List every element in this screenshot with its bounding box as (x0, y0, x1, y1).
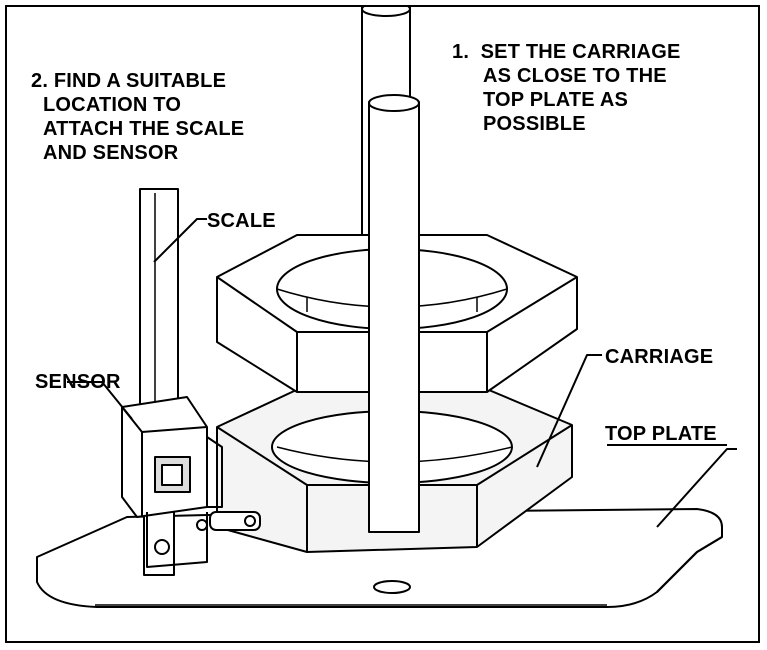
front-guide-rod (361, 7, 420, 533)
sensor-body (121, 396, 261, 568)
top-plate-label: TOP PLATE (605, 423, 717, 445)
scale-label: SCALE (207, 210, 276, 232)
scale-bar (139, 188, 179, 576)
leader-lines (67, 218, 737, 528)
step-2-line-4: AND SENSOR (43, 142, 179, 164)
step-2-line-3: ATTACH THE SCALE (43, 118, 245, 140)
step-1-line-1: SET THE CARRIAGE (480, 41, 681, 63)
sensor-label: SENSOR (35, 371, 121, 393)
top-plate (36, 508, 723, 608)
step-2-line-1: FIND A SUITABLE (53, 70, 227, 92)
apparatus-drawing (36, 7, 737, 608)
step-2-line-2: LOCATION TO (43, 94, 182, 116)
step-1-line-2: AS CLOSE TO THE (483, 65, 667, 87)
step-1-instruction: 1. SET THE CARRIAGE AS CLOSE TO THE TOP … (452, 40, 681, 136)
diagram-frame: 1. SET THE CARRIAGE AS CLOSE TO THE TOP … (5, 5, 760, 643)
carriage-label: CARRIAGE (605, 346, 714, 368)
step-2-instruction: 2. FIND A SUITABLE LOCATION TO ATTACH TH… (31, 69, 244, 165)
step-2-number: 2. (31, 70, 49, 92)
step-1-number: 1. (452, 41, 470, 63)
step-1-line-4: POSSIBLE (483, 113, 586, 135)
step-1-line-3: TOP PLATE AS (483, 89, 629, 111)
